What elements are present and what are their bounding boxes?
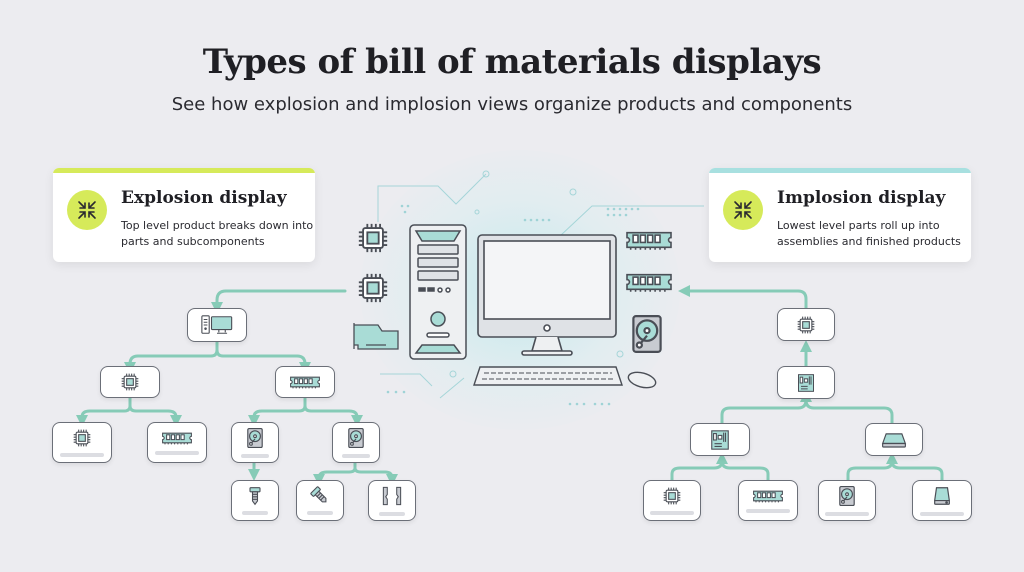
label-placeholder bbox=[242, 511, 268, 515]
explosion-level3-node[interactable] bbox=[231, 480, 279, 521]
graphics-card-icon bbox=[353, 323, 399, 350]
label-placeholder bbox=[60, 453, 104, 457]
implosion-level3-node[interactable] bbox=[818, 480, 876, 521]
screw-icon bbox=[246, 486, 264, 506]
label-placeholder bbox=[650, 511, 694, 515]
explosion-badge bbox=[67, 190, 107, 230]
ssd-drive-icon bbox=[931, 485, 953, 507]
cpu-chip-icon bbox=[72, 428, 92, 448]
implosion-level2-node[interactable] bbox=[690, 423, 750, 456]
bracket-icon bbox=[381, 485, 403, 507]
explosion-level2-node[interactable] bbox=[52, 422, 112, 463]
page-subtitle: See how explosion and implosion views or… bbox=[171, 94, 853, 115]
page-title: Types of bill of materials displays bbox=[202, 42, 822, 82]
implosion-card-title: Implosion display bbox=[777, 188, 946, 208]
arrows-converge-icon bbox=[731, 198, 755, 222]
card-accent-bar bbox=[53, 168, 315, 173]
monitor-icon bbox=[477, 234, 617, 356]
label-placeholder bbox=[746, 509, 790, 513]
ram-stick-icon bbox=[626, 231, 672, 251]
cpu-chip-icon bbox=[357, 272, 389, 304]
explosion-level3-node[interactable] bbox=[296, 480, 344, 521]
label-placeholder bbox=[379, 512, 405, 516]
implosion-level1-node[interactable] bbox=[777, 366, 835, 399]
explosion-level2-node[interactable] bbox=[231, 422, 279, 463]
pc-tower-icon bbox=[409, 224, 467, 360]
explosion-root-node[interactable] bbox=[187, 308, 247, 342]
motherboard-icon bbox=[709, 429, 731, 451]
hard-drive-icon bbox=[347, 427, 365, 449]
explosion-level1-node[interactable] bbox=[275, 366, 335, 398]
label-placeholder bbox=[155, 451, 199, 455]
explosion-display-card: Explosion display Top level product brea… bbox=[53, 168, 315, 262]
implosion-level3-node[interactable] bbox=[643, 480, 701, 521]
arrows-converge-icon bbox=[75, 198, 99, 222]
cpu-chip-icon bbox=[357, 222, 389, 254]
ram-stick-icon bbox=[752, 488, 784, 504]
implosion-top-node[interactable] bbox=[777, 308, 835, 341]
implosion-display-card: Implosion display Lowest level parts rol… bbox=[709, 168, 971, 262]
cpu-chip-icon bbox=[120, 372, 140, 392]
explosion-card-description: Top level product breaks down into parts… bbox=[121, 219, 314, 248]
ram-stick-icon bbox=[626, 273, 672, 293]
implosion-level3-node[interactable] bbox=[738, 480, 798, 521]
hard-drive-icon bbox=[632, 315, 662, 353]
mouse-icon bbox=[627, 371, 657, 389]
hard-drive-icon bbox=[246, 427, 264, 449]
drive-bay-icon bbox=[880, 431, 908, 449]
cpu-chip-icon bbox=[662, 486, 682, 506]
computer-illustration bbox=[353, 222, 672, 389]
implosion-level3-node[interactable] bbox=[912, 480, 972, 521]
label-placeholder bbox=[920, 512, 964, 516]
explosion-level1-node[interactable] bbox=[100, 366, 160, 398]
implosion-badge bbox=[723, 190, 763, 230]
hard-drive-icon bbox=[838, 485, 856, 507]
keyboard-icon bbox=[473, 366, 623, 386]
label-placeholder bbox=[825, 512, 869, 516]
explosion-level2-node[interactable] bbox=[147, 422, 207, 463]
explosion-card-title: Explosion display bbox=[121, 188, 287, 208]
motherboard-icon bbox=[796, 373, 816, 393]
explosion-level3-node[interactable] bbox=[368, 480, 416, 521]
label-placeholder bbox=[241, 454, 269, 458]
implosion-level2-node[interactable] bbox=[865, 423, 923, 456]
bolt-icon bbox=[310, 486, 330, 506]
ram-stick-icon bbox=[161, 430, 193, 446]
label-placeholder bbox=[307, 511, 333, 515]
implosion-card-description: Lowest level parts roll up into assembli… bbox=[777, 219, 961, 248]
explosion-level2-node[interactable] bbox=[332, 422, 380, 463]
desktop-computer-icon bbox=[200, 314, 234, 336]
card-accent-bar bbox=[709, 168, 971, 173]
label-placeholder bbox=[342, 454, 370, 458]
ram-stick-icon bbox=[289, 374, 321, 390]
cpu-chip-icon bbox=[796, 315, 816, 335]
